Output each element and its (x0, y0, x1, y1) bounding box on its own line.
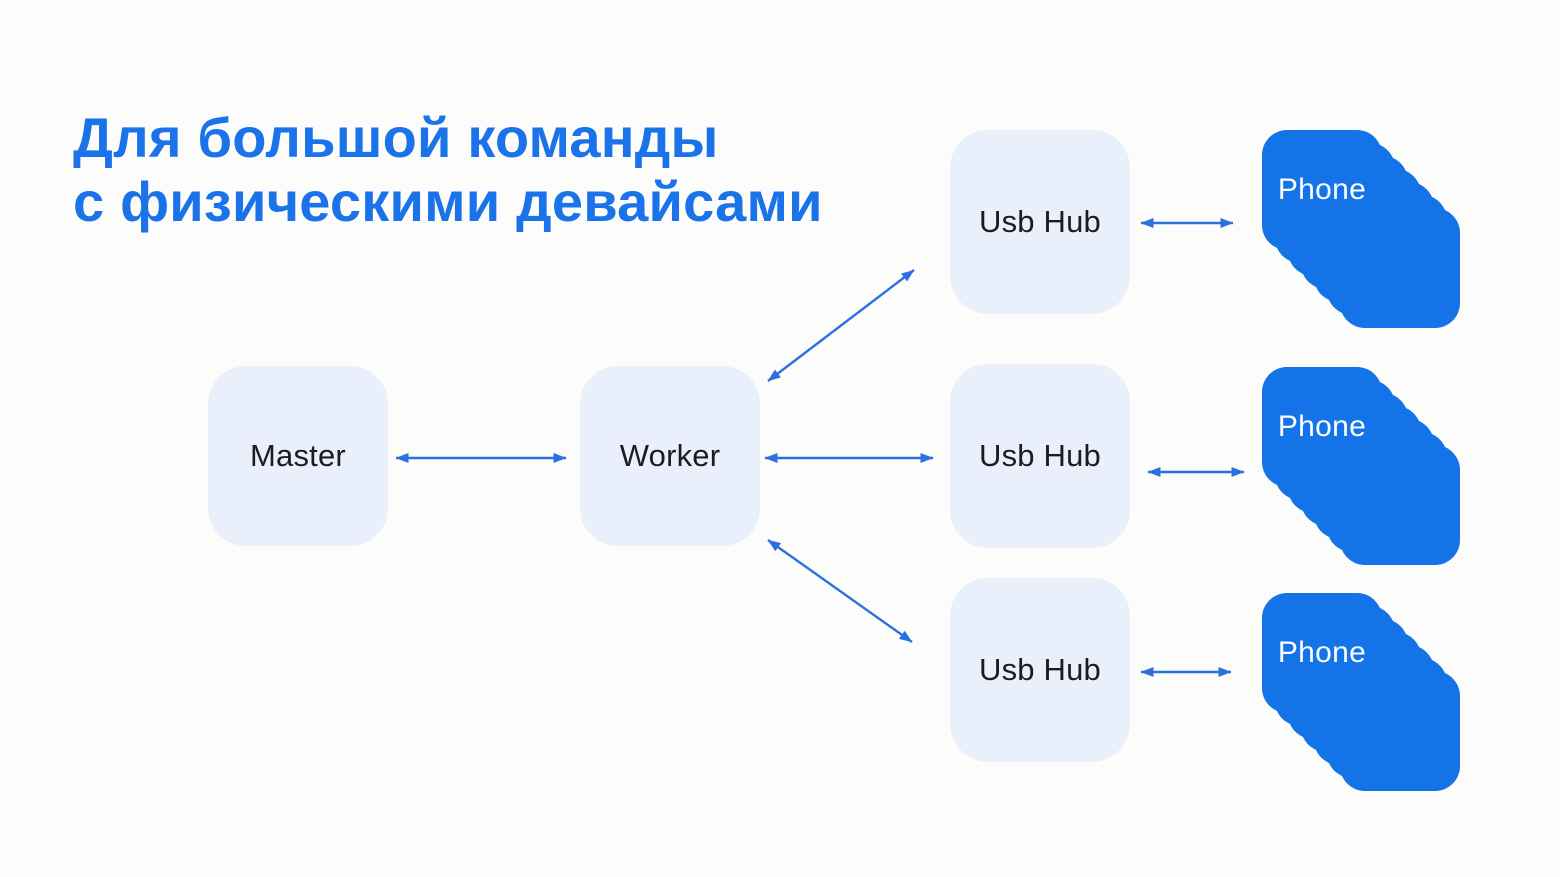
phone-card-front: Phone (1262, 130, 1382, 250)
phone-card-front: Phone (1262, 367, 1382, 487)
phone-stack-1: Phone (1262, 130, 1462, 330)
arrow-worker-hub-3 (767, 539, 913, 643)
node-usb-hub-2-label: Usb Hub (978, 438, 1101, 473)
node-usb-hub-3: Usb Hub (950, 578, 1130, 762)
phone-label: Phone (1277, 636, 1367, 669)
phone-stack-3: Phone (1262, 593, 1462, 793)
node-usb-hub-2: Usb Hub (950, 364, 1130, 548)
slide-title-line-2: с физическими девайсами (73, 169, 823, 233)
phone-card-front: Phone (1262, 593, 1382, 713)
node-worker: Worker (580, 366, 760, 546)
slide-title: Для большой команды с физическими девайс… (73, 106, 823, 234)
phone-label: Phone (1277, 410, 1367, 443)
phone-stack-2: Phone (1262, 367, 1462, 567)
slide-title-line-1: Для большой команды (73, 106, 719, 169)
arrow-worker-hub-1 (767, 269, 915, 382)
node-master: Master (208, 366, 388, 546)
node-worker-label: Worker (619, 438, 721, 473)
node-usb-hub-1: Usb Hub (950, 130, 1130, 314)
node-usb-hub-3-label: Usb Hub (978, 652, 1101, 687)
node-usb-hub-1-label: Usb Hub (978, 204, 1101, 239)
node-master-label: Master (250, 438, 346, 473)
phone-label: Phone (1277, 173, 1367, 206)
